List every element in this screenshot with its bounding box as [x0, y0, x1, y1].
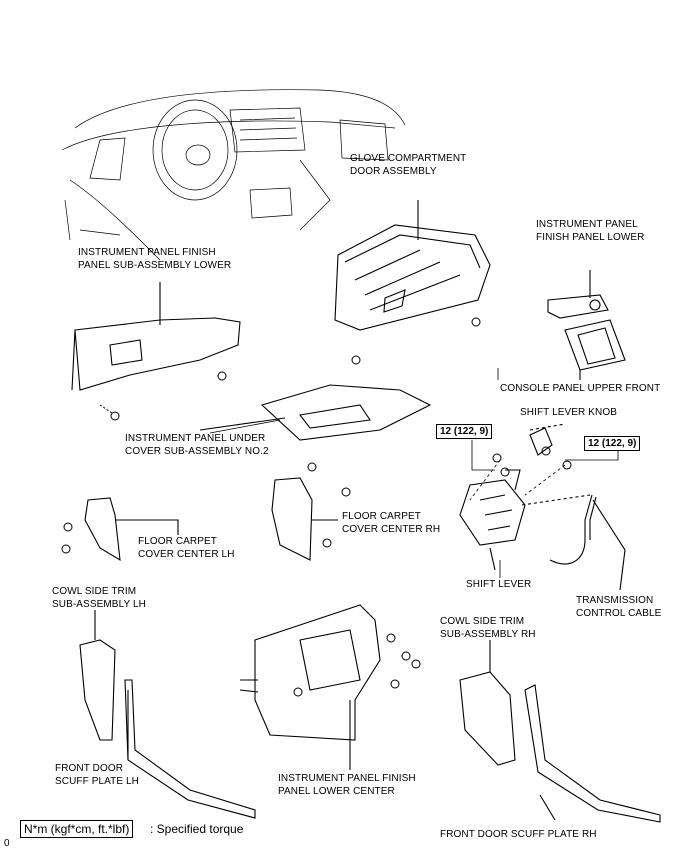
ip-finish-panel-lower-part: [71, 282, 241, 391]
label-carpet-lh: FLOOR CARPET COVER CENTER LH: [138, 536, 235, 560]
shift-lever-part: [459, 423, 566, 571]
torque-callout-right: 12 (122, 9): [584, 436, 641, 451]
label-scuff-lh: FRONT DOOR SCUFF PLATE LH: [55, 763, 140, 787]
label-shift-lever: SHIFT LEVER: [466, 579, 532, 590]
cowl-side-rh-part: [459, 640, 516, 766]
console-upper-front-part: [564, 319, 626, 380]
label-leaders: [209, 368, 501, 578]
torque-leaders: [469, 440, 619, 501]
dashboard-outline: [61, 89, 406, 261]
ip-finish-lower-part: [547, 270, 609, 319]
label-console-upper-front: CONSOLE PANEL UPPER FRONT: [500, 383, 661, 394]
glove-compartment-part: [334, 200, 491, 331]
label-transmission-cable: TRANSMISSION CONTROL CABLE: [576, 595, 662, 619]
cowl-side-lh-part: [79, 610, 116, 741]
scuff-plate-lh-part: [124, 679, 256, 819]
under-cover-part: [199, 384, 432, 441]
label-scuff-rh: FRONT DOOR SCUFF PLATE RH: [440, 829, 597, 840]
torque-callout-left: 12 (122, 9): [436, 424, 493, 439]
label-glove-compartment: GLOVE COMPARTMENT DOOR ASSEMBLY: [350, 153, 467, 177]
transmission-cable-part: [521, 494, 626, 591]
ip-lower-center-part: [239, 604, 381, 770]
label-under-cover: INSTRUMENT PANEL UNDER COVER SUB-ASSEMBL…: [125, 433, 269, 457]
label-ip-finish-lower: INSTRUMENT PANEL FINISH PANEL LOWER: [536, 219, 645, 243]
label-ip-finish-sub-lower: INSTRUMENT PANEL FINISH PANEL SUB-ASSEMB…: [78, 247, 232, 271]
floor-carpet-rh-part: [271, 477, 338, 561]
label-shift-knob: SHIFT LEVER KNOB: [520, 407, 617, 418]
label-cowl-lh: COWL SIDE TRIM SUB-ASSEMBLY LH: [52, 586, 146, 610]
label-carpet-rh: FLOOR CARPET COVER CENTER RH: [342, 511, 441, 535]
floor-carpet-lh-part: [84, 497, 179, 562]
legend-torque-text: : Specified torque: [150, 822, 244, 836]
legend-torque-unit: N*m (kgf*cm, ft.*lbf): [20, 820, 134, 838]
label-ip-lower-center: INSTRUMENT PANEL FINISH PANEL LOWER CENT…: [278, 773, 416, 797]
corner-mark: 0: [4, 838, 10, 849]
bolt-markers: [61, 317, 572, 697]
scuff-plate-rh-part: [524, 684, 661, 823]
label-cowl-rh: COWL SIDE TRIM SUB-ASSEMBLY RH: [440, 616, 536, 640]
